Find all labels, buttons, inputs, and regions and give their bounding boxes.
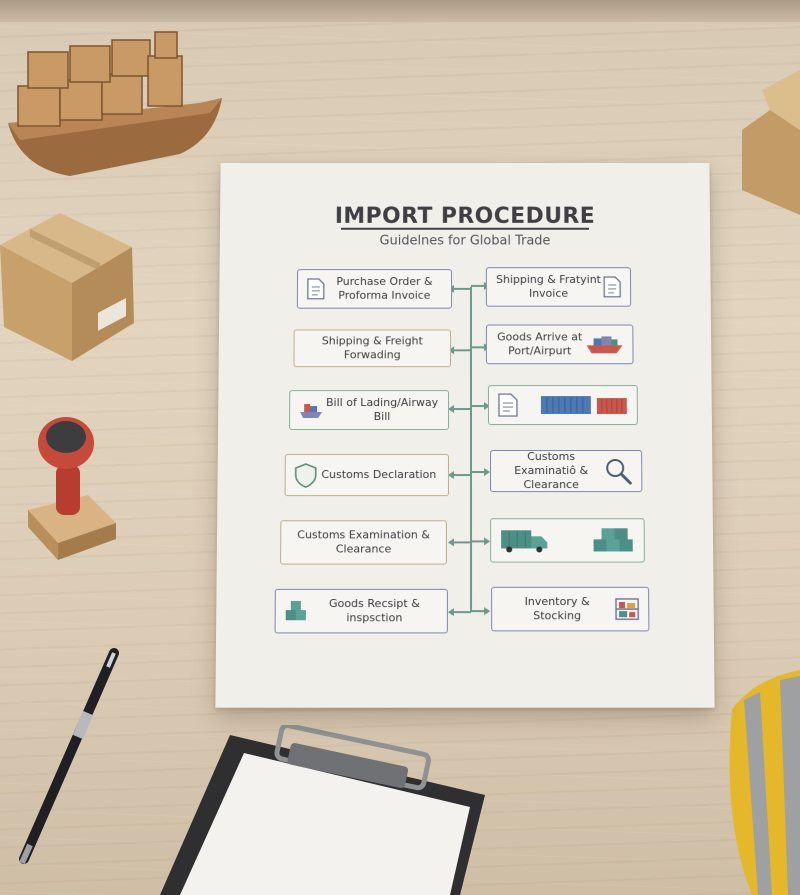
connector — [471, 471, 486, 474]
step-shipping-invoice: Shipping & Fratyint Invoice — [485, 267, 632, 307]
step-label: Shipping & Fratyint Invoice — [496, 273, 601, 300]
document-icon — [602, 275, 622, 299]
connector — [471, 540, 486, 543]
connector — [470, 405, 485, 408]
import-procedure-sheet: IMPORT PROCEDURE Guidelnes for Global Tr… — [215, 163, 715, 708]
step-inventory-stocking: Inventory & Stocking — [491, 586, 650, 632]
step-label: Shipping & Freight Forwading — [321, 334, 423, 362]
step-goods-receipt: Goods Recsipt & inspsction — [274, 588, 448, 634]
step-goods-arrive: Goods Arrive at Port/Airpurt — [485, 324, 634, 365]
shield-icon — [294, 462, 318, 488]
step-purchase-order: Purchase Order & Proforma Invoice — [296, 269, 453, 309]
toy-cargo-ship — [8, 31, 222, 176]
document-icon — [497, 392, 519, 418]
ship-icon — [585, 333, 625, 355]
connector — [471, 610, 486, 613]
step-transport — [490, 518, 645, 563]
step-label: Bill of Lading/Airway Bill — [326, 396, 439, 424]
step-shipping-freight: Shipping & Freight Forwading — [293, 329, 452, 368]
magnifier-icon — [603, 456, 633, 486]
boxes-icon — [284, 600, 310, 622]
step-customs-declaration: Customs Declaration — [284, 454, 449, 497]
step-customs-examination: Customs Examination & Clearance — [280, 520, 447, 565]
ship-icon — [298, 400, 324, 420]
boxes-icon — [591, 527, 635, 553]
page-subtitle: Guidelnes for Global Trade — [379, 233, 551, 249]
document-icon — [306, 277, 326, 301]
step-label: Purchase Order & Proforma Invoice — [336, 275, 433, 302]
step-containers — [487, 385, 638, 426]
step-label: Goods Arrive at Port/Airpurt — [497, 330, 583, 358]
truck-icon — [499, 526, 551, 554]
step-customs-examination-right: Customs Examinatiô & Clearance — [490, 450, 643, 493]
containers-icon — [539, 394, 629, 416]
step-label: Inventory & Stocking — [524, 594, 590, 623]
cardboard-box — [742, 70, 800, 215]
step-bill-of-lading: Bill of Lading/Airway Bill — [289, 390, 450, 431]
safety-vest — [729, 670, 800, 895]
connector — [470, 346, 485, 349]
step-label: Goods Recsipt & inspsction — [328, 596, 420, 625]
title-underline — [340, 227, 590, 230]
page-title: IMPORT PROCEDURE — [334, 204, 596, 229]
clipboard — [160, 725, 485, 895]
shelf-icon — [614, 597, 640, 621]
step-label: Customs Examination & Clearance — [297, 528, 430, 556]
desk-edge — [0, 0, 800, 22]
step-label: Customs Examinatiô & Clearance — [514, 450, 589, 492]
step-label: Customs Declaration — [321, 468, 437, 482]
pen — [19, 648, 119, 865]
connector-arrow — [447, 608, 454, 617]
flow-spine — [469, 286, 473, 613]
connector — [470, 284, 485, 287]
connector-arrow — [484, 607, 491, 616]
cardboard-box — [0, 213, 134, 361]
rubber-stamp — [28, 417, 116, 560]
connector-arrow — [447, 538, 454, 547]
